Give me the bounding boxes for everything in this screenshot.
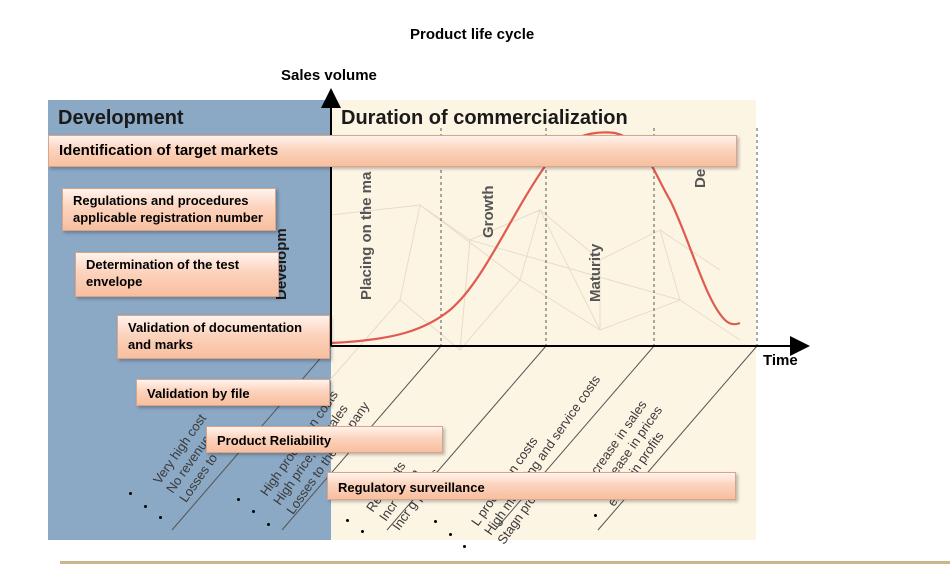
box-test-envelope-line2: envelope <box>86 274 143 289</box>
phase-label-growth: Growth <box>480 185 497 239</box>
box-target-markets: Identification of target markets <box>48 135 737 167</box>
box-product-reliability: Product Reliability <box>206 426 443 453</box>
phase-label-placing: Placing on the ma <box>358 171 375 300</box>
phase-label-maturity: Maturity <box>587 243 604 302</box>
box-test-envelope: Determination of the test envelope <box>75 252 279 297</box>
box-regulations-line1: Regulations and procedures <box>73 193 249 208</box>
bullet-dot <box>144 505 147 508</box>
box-regulations-line2: applicable registration number <box>73 210 263 225</box>
box-documentation: Validation of documentation and marks <box>117 315 330 359</box>
bullet-dot <box>252 510 255 513</box>
box-validation-file: Validation by file <box>136 379 330 406</box>
y-axis-label: Sales volume <box>281 67 377 84</box>
commercialization-region <box>331 100 756 540</box>
box-regulations: Regulations and procedures applicable re… <box>62 188 276 231</box>
bullet-dot <box>449 533 452 536</box>
bullet-dot <box>434 520 437 523</box>
bullet-dot <box>594 514 597 517</box>
box-regulatory-surveillance: Regulatory surveillance <box>327 472 736 500</box>
bullet-dot <box>346 519 349 522</box>
box-test-envelope-line1: Determination of the test <box>86 257 240 272</box>
x-axis-label: Time <box>763 352 798 369</box>
bullet-dot <box>237 498 240 501</box>
bullet-dot <box>129 492 132 495</box>
page-title: Product life cycle <box>410 26 535 43</box>
life-cycle-curve <box>330 131 741 345</box>
development-heading: Development <box>58 107 184 129</box>
bullet-dot <box>267 523 270 526</box>
commercialization-heading: Duration of commercialization <box>341 107 628 129</box>
box-documentation-line1: Validation of documentation <box>128 320 303 335</box>
bottom-rule <box>60 561 950 564</box>
phase-label-decline: De <box>692 168 709 188</box>
bullet-dot <box>463 545 466 548</box>
bullet-dot <box>361 530 364 533</box>
box-documentation-line2: and marks <box>128 337 194 352</box>
bullet-dot <box>159 516 162 519</box>
